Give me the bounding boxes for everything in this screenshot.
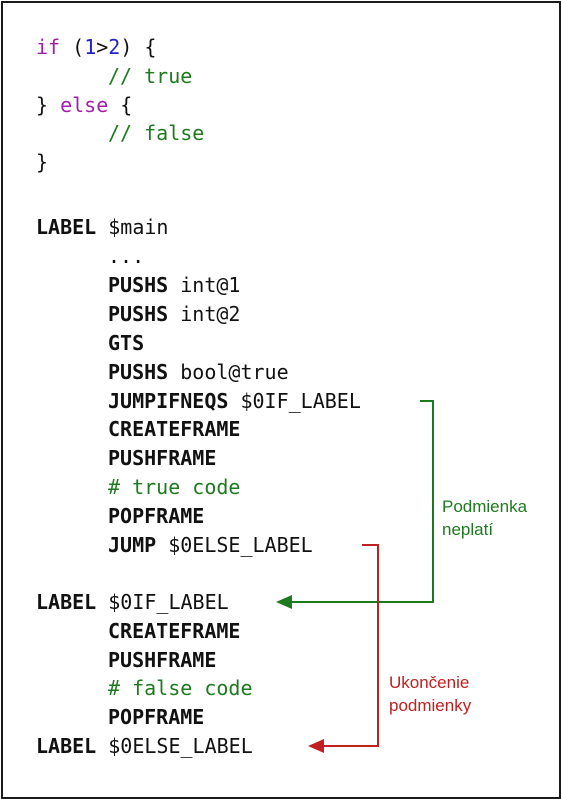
close-brace: } — [36, 150, 49, 174]
asm-keyword: CREATEFRAME — [108, 619, 241, 643]
asm-line-pushframe: PUSHFRAME — [108, 446, 216, 470]
asm-line-true-code-comment: # true code — [108, 475, 241, 499]
end-condition-annotation: Ukončenie podmienky — [389, 671, 471, 717]
asm-keyword: GTS — [108, 331, 145, 355]
asm-line-gts: GTS — [108, 331, 144, 355]
asm-line-pushframe-2: PUSHFRAME — [108, 648, 216, 672]
asm-line-false-code-comment: # false code — [108, 676, 253, 700]
asm-line-pushs-2: PUSHS int@2 — [108, 302, 240, 326]
asm-arg: $main — [96, 215, 169, 239]
asm-arg: $0ELSE_LABEL — [96, 734, 253, 758]
asm-keyword: JUMPIFNEQS — [108, 389, 229, 413]
asm-line-pushs-bool: PUSHS bool@true — [108, 360, 289, 384]
cond-close: ) { — [120, 35, 157, 59]
asm-line-popframe-2: POPFRAME — [108, 705, 204, 729]
asm-keyword: POPFRAME — [108, 504, 205, 528]
asm-arg: $0IF_LABEL — [228, 389, 361, 413]
asm-keyword: CREATEFRAME — [108, 417, 241, 441]
asm-line-jump: JUMP $0ELSE_LABEL — [108, 533, 313, 557]
cond-open: ( — [60, 35, 85, 59]
cond-number-a: 1 — [84, 35, 97, 59]
if-keyword: if — [36, 35, 61, 59]
asm-line-label-if: LABEL $0IF_LABEL — [36, 590, 229, 614]
end-line-1: Ukončenie — [389, 673, 470, 692]
green-arrowhead-icon — [276, 595, 292, 609]
red-jump-arrow — [322, 544, 379, 747]
asm-keyword: POPFRAME — [108, 705, 205, 729]
asm-keyword: PUSHFRAME — [108, 446, 217, 470]
asm-line-createframe-2: CREATEFRAME — [108, 619, 240, 643]
asm-arg: $0IF_LABEL — [96, 590, 229, 614]
red-arrowhead-icon — [308, 739, 324, 753]
asm-keyword: LABEL — [36, 590, 97, 614]
asm-line-popframe: POPFRAME — [108, 504, 204, 528]
asm-arg: ... — [108, 244, 145, 268]
asm-keyword: LABEL — [36, 734, 97, 758]
asm-line-pushs-1: PUSHS int@1 — [108, 273, 240, 297]
asm-arg: int@2 — [168, 302, 241, 326]
asm-arg: $0ELSE_LABEL — [156, 533, 313, 557]
end-line-2: podmienky — [389, 696, 472, 715]
true-comment: // true — [108, 64, 193, 88]
cond-number-b: 2 — [108, 35, 121, 59]
asm-keyword: PUSHS — [108, 273, 169, 297]
else-brace: { — [108, 93, 133, 117]
close-else-prefix: } — [36, 93, 61, 117]
asm-line-label-main: LABEL $main — [36, 215, 168, 239]
asm-keyword: PUSHS — [108, 360, 169, 384]
cond-operator: > — [96, 35, 109, 59]
green-jump-arrow — [290, 400, 434, 603]
asm-line-jumpifneqs: JUMPIFNEQS $0IF_LABEL — [108, 389, 361, 413]
asm-arg: int@1 — [168, 273, 241, 297]
asm-line-ellipsis: ... — [108, 244, 144, 268]
asm-line-label-else: LABEL $0ELSE_LABEL — [36, 734, 253, 758]
source-line-if: if (1>2) { — [36, 35, 156, 59]
asm-keyword: PUSHS — [108, 302, 169, 326]
asm-line-createframe: CREATEFRAME — [108, 417, 240, 441]
source-line-else: } else { — [36, 93, 132, 117]
asm-keyword: PUSHFRAME — [108, 648, 217, 672]
asm-keyword: LABEL — [36, 215, 97, 239]
cond-false-line-2: neplatí — [442, 520, 494, 539]
cond-false-annotation: Podmienka neplatí — [442, 495, 527, 541]
asm-keyword: JUMP — [108, 533, 157, 557]
cond-false-line-1: Podmienka — [442, 497, 528, 516]
else-keyword: else — [60, 93, 109, 117]
asm-arg: bool@true — [168, 360, 289, 384]
false-comment: // false — [108, 121, 205, 145]
